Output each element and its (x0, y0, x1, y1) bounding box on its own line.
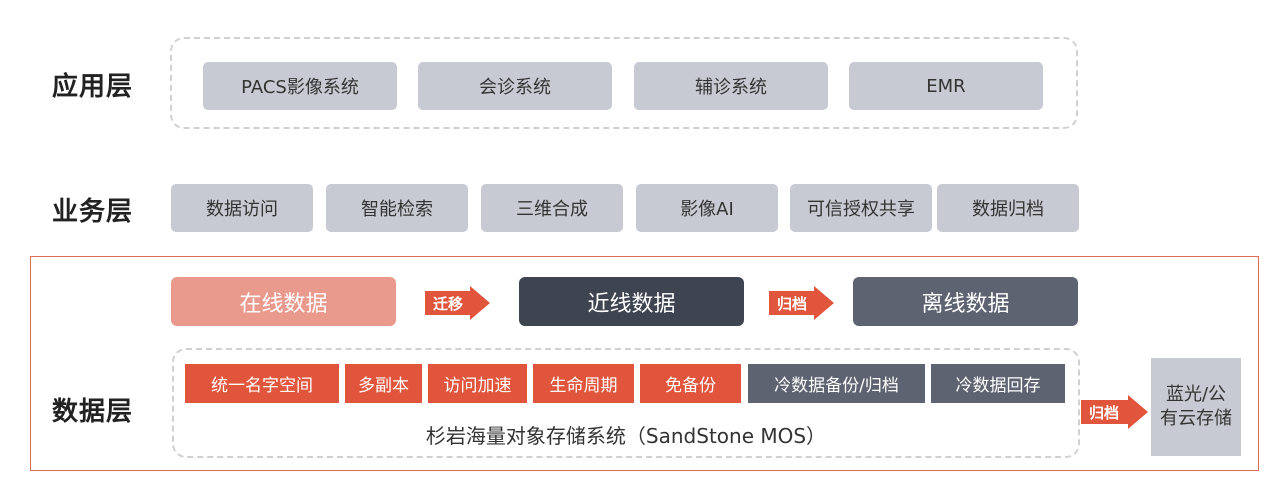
biz-item-smart-search: 智能检索 (326, 184, 468, 232)
feature-cold-restore: 冷数据回存 (931, 364, 1065, 403)
feature-unified-namespace: 统一名字空间 (185, 364, 339, 403)
data-layer-label: 数据层 (52, 397, 134, 427)
biz-item-3d: 三维合成 (481, 184, 623, 232)
tier-online-data: 在线数据 (171, 277, 396, 326)
app-item-emr: EMR (849, 62, 1043, 110)
feature-cold-backup-archive: 冷数据备份/归档 (748, 364, 925, 403)
archive-arrow-2-label: 归档 (1081, 400, 1129, 424)
archive-arrow-label: 归档 (769, 291, 815, 315)
tier-nearline-data: 近线数据 (519, 277, 744, 326)
feature-multi-replica: 多副本 (345, 364, 422, 403)
migrate-arrow-icon (470, 286, 490, 320)
bluray-cloud-storage: 蓝光/公有云存储 (1151, 358, 1241, 456)
tier-offline-data: 离线数据 (853, 277, 1078, 326)
app-layer-container (170, 37, 1078, 129)
app-item-consult: 会诊系统 (418, 62, 612, 110)
mos-system-title: 杉岩海量对象存储系统（SandStone MOS） (425, 424, 827, 448)
app-item-pacs: PACS影像系统 (203, 62, 397, 110)
feature-lifecycle: 生命周期 (533, 364, 634, 403)
archive-arrow-icon (814, 286, 834, 320)
data-layer-frame (30, 256, 1259, 471)
migrate-arrow-label: 迁移 (425, 291, 471, 315)
biz-item-trusted-share: 可信授权共享 (790, 184, 932, 232)
mos-container (172, 348, 1080, 458)
biz-item-archive: 数据归档 (937, 184, 1079, 232)
biz-item-image-ai: 影像AI (636, 184, 778, 232)
feature-access-acceleration: 访问加速 (428, 364, 527, 403)
archive-arrow-2-icon (1128, 395, 1148, 429)
business-layer-label: 业务层 (52, 197, 134, 227)
biz-item-data-access: 数据访问 (171, 184, 313, 232)
app-layer-label: 应用层 (52, 72, 134, 102)
feature-no-backup: 免备份 (640, 364, 741, 403)
app-item-assist: 辅诊系统 (634, 62, 828, 110)
